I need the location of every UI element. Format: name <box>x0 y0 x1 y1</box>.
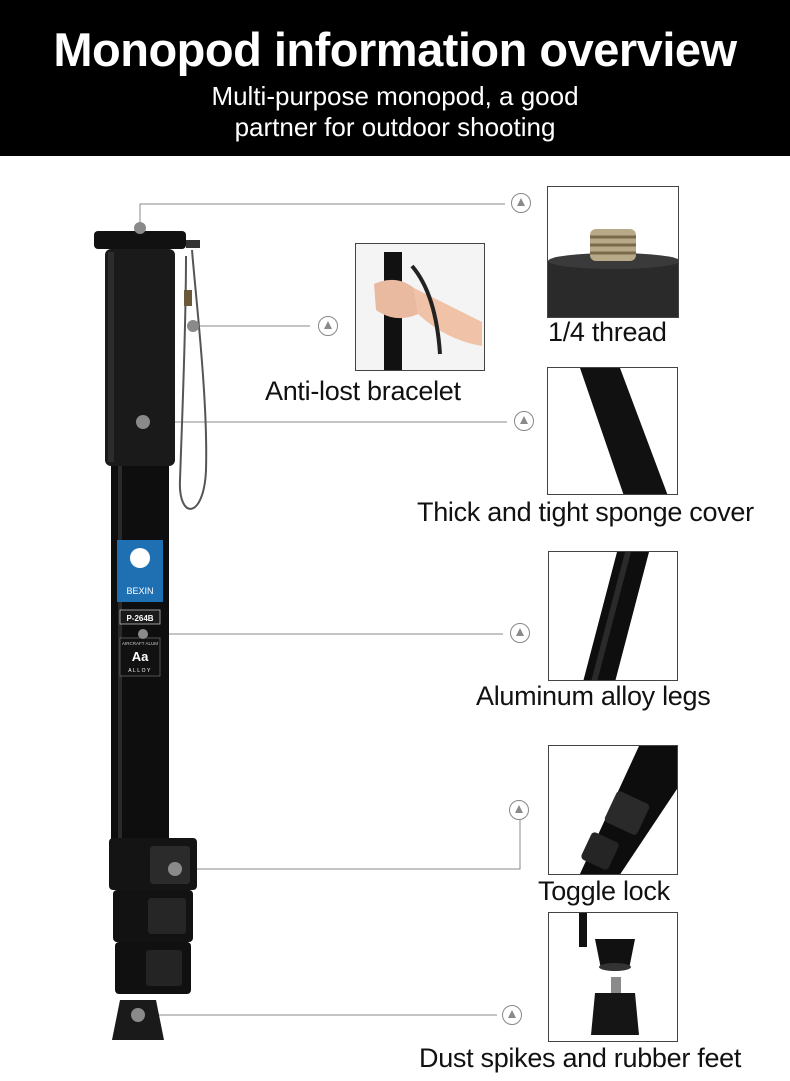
brand-name: BEXIN <box>126 586 153 596</box>
page-title: Monopod information overview <box>53 23 737 76</box>
callout-line-thread <box>139 203 505 228</box>
callout-dots <box>131 222 199 1022</box>
callout-marker-icon <box>318 316 338 336</box>
strap-clip <box>184 290 192 306</box>
callout-marker-icon <box>502 1005 522 1025</box>
sponge-photo <box>547 367 678 495</box>
material-word: ALLOY <box>128 668 152 674</box>
model-number: P-264B <box>126 614 153 623</box>
callout-marker-icon <box>514 411 534 431</box>
legs-photo <box>548 551 678 681</box>
callout-line-toggle <box>175 820 521 870</box>
thread-photo <box>547 186 679 318</box>
caption-toggle: Toggle lock <box>538 876 670 906</box>
sponge-grip <box>105 249 175 466</box>
bracelet-photo <box>355 243 485 371</box>
callout-marker-icon <box>509 800 529 820</box>
caption-thread: 1/4 thread <box>548 317 667 347</box>
strap-anchor <box>186 240 200 248</box>
brand-logo-icon <box>130 548 150 568</box>
page-subtitle-line2: partner for outdoor shooting <box>234 112 556 142</box>
caption-feet: Dust spikes and rubber feet <box>419 1043 742 1073</box>
callout-marker-icon <box>511 193 531 213</box>
page-subtitle-line1: Multi-purpose monopod, a good <box>211 81 579 111</box>
model-badge <box>119 609 161 625</box>
feet-photo <box>548 912 678 1042</box>
callout-marker-icon <box>510 623 530 643</box>
header-banner: Monopod information overview Multi-purpo… <box>0 0 790 156</box>
caption-bracelet: Anti-lost bracelet <box>265 376 461 406</box>
top-plate <box>94 231 186 249</box>
caption-legs: Aluminum alloy legs <box>476 681 711 711</box>
callout-lines <box>138 203 521 1016</box>
toggle-photo <box>548 745 678 875</box>
material-letters: Aa <box>132 649 149 664</box>
material-small-text: AIRCRAFT ALUM <box>122 641 158 646</box>
wrist-strap <box>178 249 208 510</box>
material-badge <box>119 637 161 677</box>
caption-sponge: Thick and tight sponge cover <box>417 497 754 527</box>
